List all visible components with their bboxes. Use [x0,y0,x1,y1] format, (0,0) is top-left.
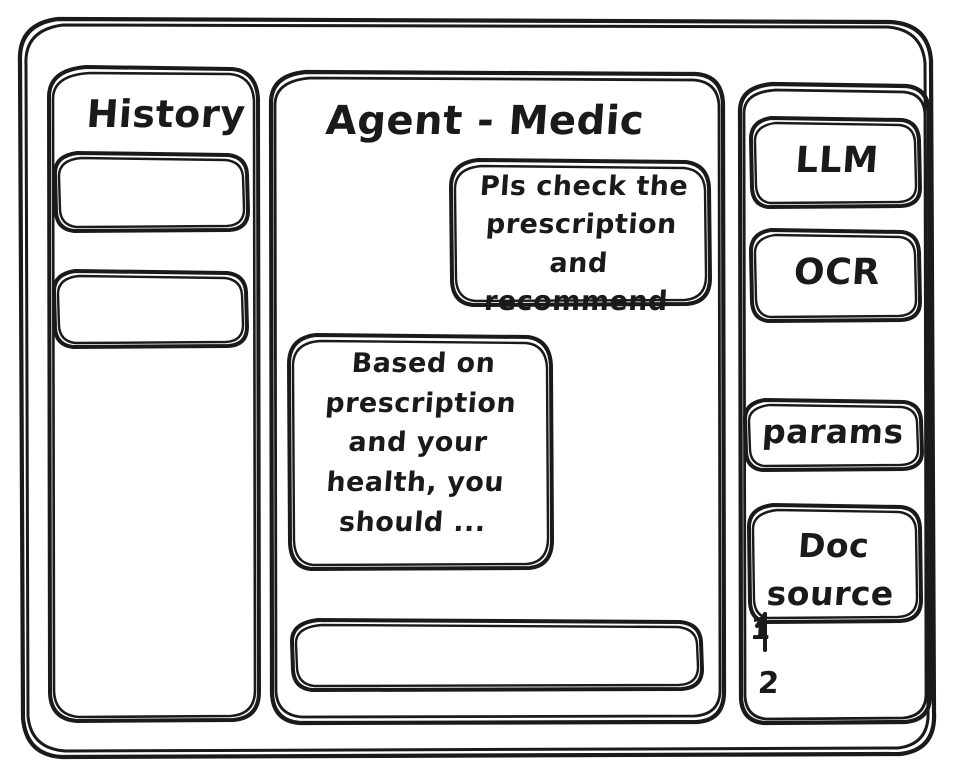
user-message-bubble-outline [449,158,712,307]
agent-panel-title: Agent - Medic [324,98,646,144]
agent-message-text: Based on prescription and your health, y… [324,348,518,538]
doc-source-connector [755,612,767,652]
params-button-outline[interactable] [743,398,924,472]
llm-button-outline[interactable] [749,116,922,209]
llm-button-label[interactable]: LLM [794,140,881,181]
agent-panel-outline [268,69,727,726]
tools-panel-outline [737,81,933,726]
doc-source-button-label[interactable]: Doc source [765,526,896,613]
history-item-2-outline [52,269,249,349]
history-panel-outline [47,65,261,723]
ocr-button-label[interactable]: OCR [792,252,882,293]
history-panel-title: History [85,92,247,136]
doc-source-button-outline[interactable] [747,503,923,624]
composer-input-outline[interactable] [290,618,704,692]
user-message-text: Pls check the prescription and recommend [478,171,690,317]
doc-source-item-2[interactable]: 2 [756,666,781,701]
app-window-frame [17,16,937,760]
agent-message-bubble-outline [287,333,554,571]
doc-source-item-1[interactable]: 1 [748,612,773,647]
ocr-button-outline[interactable] [749,228,922,323]
params-button-label[interactable]: params [760,412,906,451]
history-item-1-outline [53,151,250,233]
